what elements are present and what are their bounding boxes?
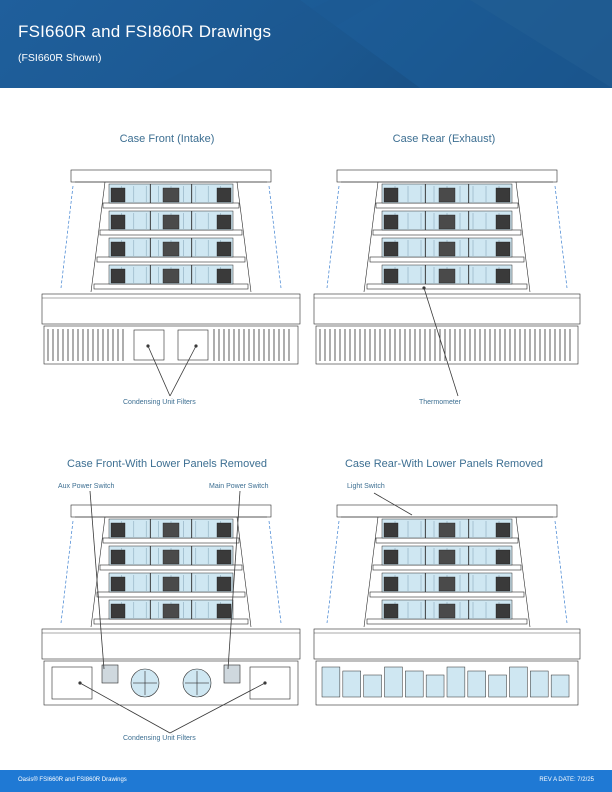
- case-rear-open-drawing: [313, 492, 581, 706]
- page-title: FSI660R and FSI860R Drawings: [18, 22, 272, 41]
- front-open-title: Case Front-With Lower Panels Removed: [67, 458, 267, 470]
- main-power-switch-label: Main Power Switch: [209, 483, 269, 490]
- aux-power-switch-label: Aux Power Switch: [58, 483, 115, 490]
- rear-open-title: Case Rear-With Lower Panels Removed: [344, 458, 544, 470]
- page-subtitle: (FSI660R Shown): [18, 52, 102, 64]
- front-cabinet: [41, 169, 301, 397]
- front-open-cabinet: [41, 490, 301, 734]
- condensing-filters-label-2: Condensing Unit Filters: [123, 735, 196, 742]
- case-rear-drawing: [313, 169, 581, 397]
- case-front-open-drawing: [41, 490, 301, 734]
- rear-open-cabinet: [313, 492, 581, 706]
- case-front-drawing: [41, 169, 301, 397]
- footer-revision: REV A DATE: 7/2/25: [539, 777, 594, 783]
- rear-title: Case Rear (Exhaust): [392, 133, 496, 145]
- header-decoration: [150, 0, 612, 88]
- condensing-filters-label: Condensing Unit Filters: [123, 399, 196, 406]
- page-header: FSI660R and FSI860R Drawings (FSI660R Sh…: [0, 0, 612, 88]
- thermometer-label: Thermometer: [419, 399, 462, 406]
- footer-title: Oasis® FSI660R and FSI860R Drawings: [18, 777, 127, 783]
- rear-cabinet: [313, 169, 581, 397]
- page-footer: Oasis® FSI660R and FSI860R Drawings REV …: [0, 770, 612, 792]
- light-switch-label: Light Switch: [347, 483, 385, 490]
- front-title: Case Front (Intake): [119, 133, 215, 145]
